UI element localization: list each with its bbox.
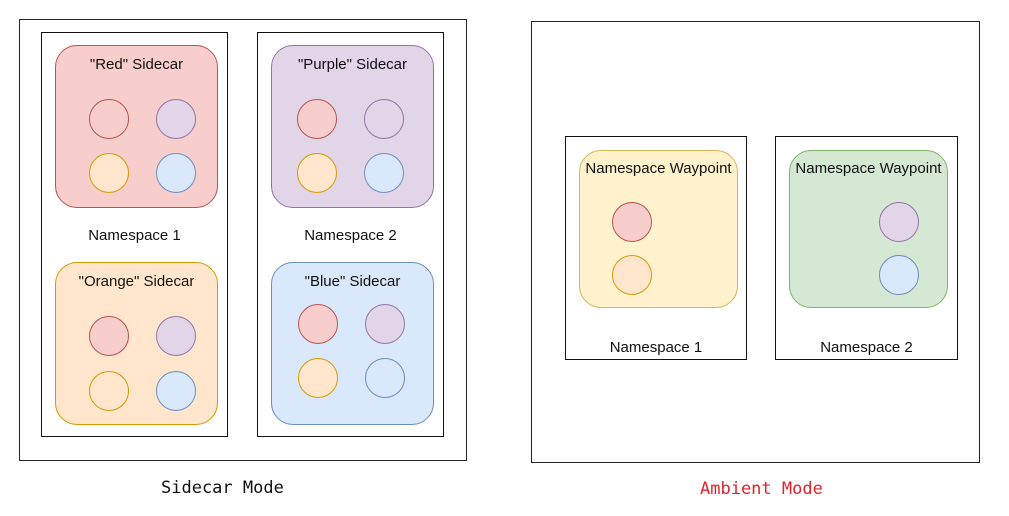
red-sidecar-box: "Red" Sidecar — [55, 45, 218, 208]
red-workload — [298, 304, 338, 344]
orange-workload — [297, 153, 337, 193]
blue-workload — [879, 255, 919, 295]
sidecar-namespace-1: "Red" Sidecar Namespace 1 "Orange" Sidec… — [41, 32, 228, 437]
blue-workload — [365, 358, 405, 398]
red-workload — [89, 316, 129, 356]
orange-workload — [612, 255, 652, 295]
sidecar-namespace-1-label: Namespace 1 — [88, 227, 181, 244]
blue-sidecar-title: "Blue" Sidecar — [304, 273, 401, 290]
purple-workload — [156, 99, 196, 139]
red-workload — [89, 99, 129, 139]
blue-workload — [364, 153, 404, 193]
orange-workload — [298, 358, 338, 398]
namespace-2-waypoint-title: Namespace Waypoint — [795, 160, 942, 177]
purple-workload — [364, 99, 404, 139]
purple-workload — [365, 304, 405, 344]
sidecar-namespace-2-label: Namespace 2 — [304, 227, 397, 244]
red-workload — [612, 202, 652, 242]
red-sidecar-title: "Red" Sidecar — [89, 56, 184, 73]
blue-workload — [156, 371, 196, 411]
sidecar-mode-caption: Sidecar Mode — [161, 478, 284, 498]
namespace-2-waypoint: Namespace Waypoint — [789, 150, 948, 308]
blue-sidecar-box: "Blue" Sidecar — [271, 262, 434, 425]
purple-sidecar-box: "Purple" Sidecar — [271, 45, 434, 208]
ambient-namespace-1-label: Namespace 1 — [609, 339, 703, 356]
purple-workload — [156, 316, 196, 356]
sidecar-namespace-2: "Purple" Sidecar Namespace 2 "Blue" Side… — [257, 32, 444, 437]
orange-sidecar-title: "Orange" Sidecar — [78, 273, 195, 290]
orange-workload — [89, 371, 129, 411]
purple-sidecar-title: "Purple" Sidecar — [297, 56, 408, 73]
orange-sidecar-box: "Orange" Sidecar — [55, 262, 218, 425]
ambient-namespace-2-label: Namespace 2 — [820, 339, 913, 356]
blue-workload — [156, 153, 196, 193]
namespace-1-waypoint: Namespace Waypoint — [579, 150, 738, 308]
orange-workload — [89, 153, 129, 193]
ambient-namespace-2: Namespace Waypoint Namespace 2 — [775, 136, 958, 360]
purple-workload — [879, 202, 919, 242]
ambient-namespace-1: Namespace Waypoint Namespace 1 — [565, 136, 747, 360]
namespace-1-waypoint-title: Namespace Waypoint — [585, 160, 732, 177]
ambient-mode-caption: Ambient Mode — [700, 479, 823, 499]
red-workload — [297, 99, 337, 139]
